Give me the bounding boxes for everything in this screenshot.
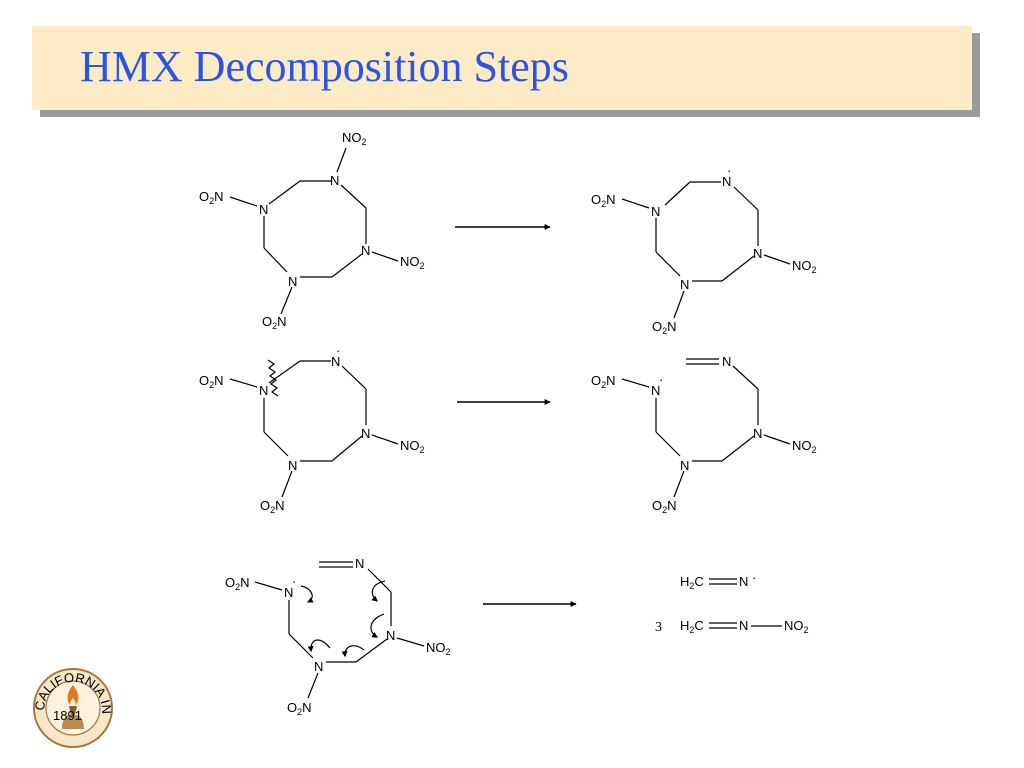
- nitrogen-atom: N: [259, 383, 268, 398]
- nitrogen-atom: N: [386, 628, 395, 643]
- nitro-group: NO2: [426, 640, 451, 657]
- hmx-molecule: N N N N NO2 O2N NO2 O2N: [199, 130, 425, 331]
- nitro-group: NO2: [400, 254, 425, 271]
- nitrogen-atom: N: [331, 354, 340, 369]
- nitro-group: NO2: [792, 258, 817, 275]
- nitro-group: NO2: [400, 438, 425, 455]
- nitrogen-atom: N: [680, 277, 689, 292]
- mechanism-molecule: N N · N N O2N NO2 O2N: [225, 556, 451, 717]
- title-box: HMX Decomposition Steps: [32, 26, 972, 110]
- nitrogen-atom: N: [330, 173, 339, 188]
- caltech-seal-logo: CALIFORNIA INSTITUTE OF TECHNOLOGY 1891: [32, 667, 114, 748]
- product-methylenenitramine: 3 H2C N NO2: [655, 618, 809, 635]
- nitro-group: O2N: [225, 575, 250, 592]
- nitrogen-atom: N: [355, 556, 364, 571]
- ring-bonds: [263, 180, 367, 278]
- radical-dot: ·: [727, 163, 731, 178]
- nitro-group: O2N: [591, 192, 616, 209]
- methylene-group: H2C: [680, 618, 704, 635]
- nitrogen-atom: N: [288, 274, 297, 289]
- nitrogen-atom: N: [739, 574, 748, 589]
- bond-cleavage-mark: [267, 359, 279, 397]
- nitrogen-atom: N: [314, 659, 323, 674]
- seal-year: 1891: [53, 708, 82, 723]
- hands-icon: [62, 714, 84, 729]
- radical-dot: ·: [336, 343, 340, 358]
- flame-icon: [67, 685, 79, 705]
- nitrogen-atom: N: [284, 585, 293, 600]
- product-methyleneamine-radical: H2C N ·: [680, 570, 756, 591]
- nitro-group: O2N: [652, 319, 677, 336]
- methylene-group: H2C: [680, 574, 704, 591]
- nitrogen-atom: N: [361, 243, 370, 258]
- electron-arrows: [300, 580, 386, 658]
- radical-dot: ·: [659, 372, 663, 387]
- radical-molecule: N · N N N O2N NO2 O2N: [591, 163, 817, 336]
- radical-dot: ·: [292, 574, 296, 589]
- nitrogen-atom: N: [288, 458, 297, 473]
- cleavage-molecule: N · N N N O2N NO2 O2N: [199, 343, 425, 515]
- nitro-group: O2N: [199, 189, 224, 206]
- nitro-group: NO2: [342, 130, 367, 147]
- nitrogen-atom: N: [753, 426, 762, 441]
- nitrogen-atom: N: [739, 618, 748, 633]
- nitro-group: O2N: [199, 373, 224, 390]
- nitro-group: O2N: [287, 700, 312, 717]
- nitro-group: O2N: [262, 314, 287, 331]
- nitrogen-atom: N: [680, 458, 689, 473]
- ring-opened-molecule: N N · N N O2N NO2 O2N: [591, 354, 817, 515]
- slide-title: HMX Decomposition Steps: [80, 42, 569, 91]
- nitro-group: O2N: [591, 373, 616, 390]
- stoichiometric-coefficient: 3: [655, 620, 662, 635]
- nitrogen-atom: N: [651, 383, 660, 398]
- nitrogen-atom: N: [722, 354, 731, 369]
- nitrogen-atom: N: [259, 202, 268, 217]
- radical-dot: ·: [752, 570, 756, 585]
- nitro-group: O2N: [652, 498, 677, 515]
- nitro-group: NO2: [792, 438, 817, 455]
- torch-icon: [69, 706, 77, 715]
- nitro-group: O2N: [260, 498, 285, 515]
- nitrogen-atom: N: [361, 426, 370, 441]
- nitro-group: NO2: [784, 618, 809, 635]
- nitrogen-atom: N: [722, 174, 731, 189]
- nitrogen-atom: N: [651, 204, 660, 219]
- nitrogen-atom: N: [753, 246, 762, 261]
